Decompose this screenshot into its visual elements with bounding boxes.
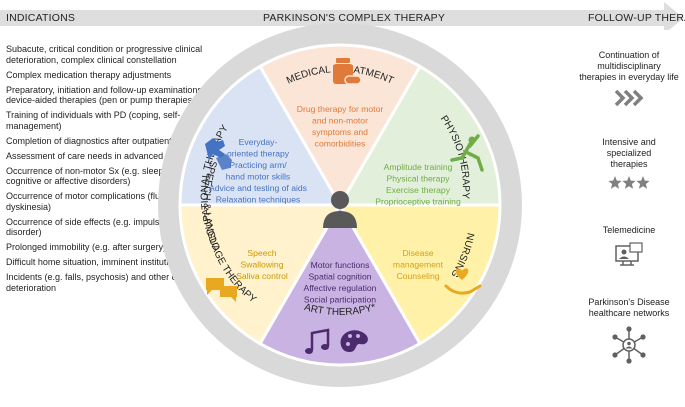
telemedicine-icon [615,242,643,266]
follow-up-line: Continuation of [598,50,660,60]
segment-text-line: Disease [402,248,433,258]
heart-hand-icon [444,268,482,295]
segment-text-medical: Drug therapy for motor and non-motorsympt… [297,104,384,149]
indications-header: INDICATIONS [6,12,76,24]
segment-text-line: Swallowing [241,260,284,270]
segment-text-line: hand motor skills [226,172,290,182]
segment-physiotherapy[interactable] [337,64,502,207]
segment-art-therapy[interactable] [257,201,423,367]
network-icon [612,326,646,364]
stars-icon [609,176,649,189]
segment-text-line: Advice and testing of aids [209,183,307,193]
pill-bottle-icon [333,58,362,85]
list-item: Difficult home situation, imminent insti… [6,257,212,268]
list-item: Assessment of care needs in advanced sta… [6,150,193,161]
list-item: Subacute, critical condition or progress… [6,44,203,65]
follow-up-item: Continuation of multidisciplinary therap… [575,50,683,107]
indications-list: Subacute, critical condition or progress… [6,44,221,298]
segment-text-line: Affective regulation [304,283,377,293]
list-item: Complex medication therapy adjustments [6,69,172,80]
follow-up-header: FOLLOW-UP THERAPY [588,12,685,24]
segment-text-line: Saliva control [236,271,288,281]
segment-text-line: Spatial cognition [308,272,371,282]
list-item: Training of individuals with PD (coping,… [6,110,181,131]
segment-text-line: Physical therapy [386,174,450,184]
segment-text-line: management [393,260,444,270]
complex-therapy-header: PARKINSON'S COMPLEX THERAPY [263,12,446,24]
segment-text-line: Counseling [397,271,440,281]
segment-text-line: Proprioceptive training [375,197,461,207]
list-item: Occurrence of non-motor Sx (e.g. sleep d… [6,165,206,187]
list-item: Occurrence of side effects (e.g. impulse… [6,216,194,238]
segment-text-line: Drug therapy for motor [297,104,384,114]
follow-up-item: Telemedicine [575,225,683,268]
segment-text-line: Practicing arm/ [229,160,287,170]
follow-up-line: specialized [606,148,652,158]
music-palette-icon [305,328,368,354]
follow-up-line: therapies in everyday life [579,72,679,82]
segment-occupational-therapy[interactable] [178,64,343,207]
follow-up-item: Intensive and specialized therapies [575,137,683,190]
follow-up-line: multidisciplinary [597,61,661,71]
segment-speech-therapy[interactable] [178,203,343,346]
patient-avatar [323,191,357,228]
list-item: Completion of diagnostics after outpatie… [6,135,213,146]
segment-text-line: oriented therapy [227,149,290,159]
follow-up-line: therapies [610,159,648,169]
segment-text-line: Social participation [304,295,376,305]
list-item: Prolonged immobility (e.g. after surgery… [6,242,167,253]
segment-text-line: Motor functions [311,260,370,270]
header-arrow-bar [0,2,684,30]
segment-text-line: Speech [247,248,276,258]
segment-nursing[interactable] [337,203,502,346]
segment-text-line: and non-motor [312,116,368,126]
speech-bubbles-icon [206,278,237,302]
follow-up-line: healthcare networks [588,308,670,318]
list-item: Incidents (e.g. falls, psychosis) and ot… [6,272,198,293]
segment-text-line: Amplitude training [384,162,453,172]
sign-language-icon [205,138,232,170]
segment-text-line: Relaxation techniques [216,195,301,205]
follow-up-item: Parkinson's Disease healthcare networks [575,297,683,365]
ring-label-art: ART THERAPY* [303,302,377,318]
segment-text-line: symptoms and [312,127,368,137]
segment-text-line: Everyday- [239,137,278,147]
follow-up-line: Telemedicine [602,225,656,235]
follow-up-line: Intensive and [602,137,656,147]
follow-up-line: Parkinson's Disease [588,297,670,307]
chevrons-icon [614,89,644,107]
exercise-icon [450,134,484,172]
segment-text-line: Exercise therapy [386,185,451,195]
segment-medical-treatment[interactable] [257,43,423,209]
list-item: Preparatory, initiation and follow-up ex… [6,84,219,106]
segment-text-line: comorbidities [315,139,366,149]
list-item: Occurrence of motor complications (fluct… [6,191,199,212]
